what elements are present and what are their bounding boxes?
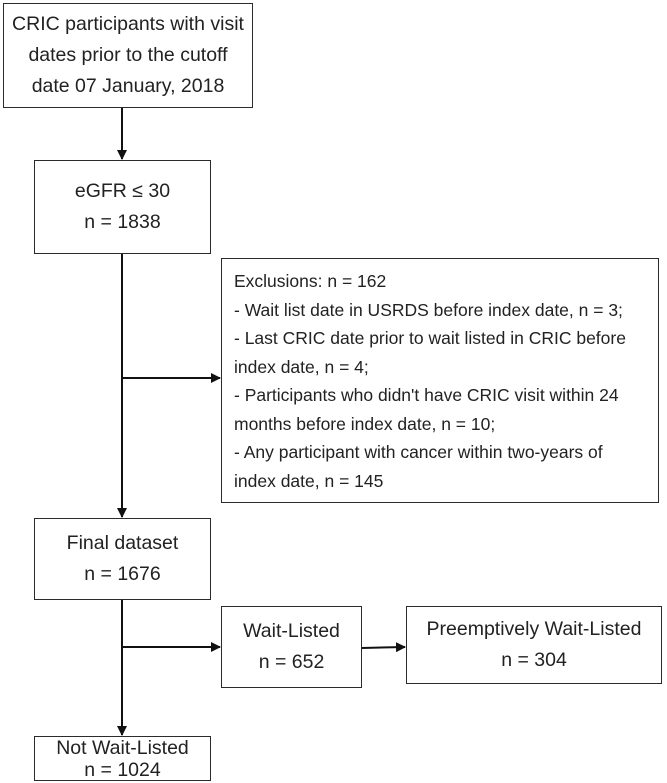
waitlisted-line-2: n = 652: [258, 651, 325, 673]
arrow-waitlisted-to-preemptive: [361, 642, 406, 653]
exclusions-line-8: index date, n = 145: [234, 470, 384, 491]
final-line-2: n = 1676: [84, 563, 161, 585]
not-waitlisted-box: Not Wait-Listed n = 1024: [34, 736, 211, 781]
egfr-box: eGFR ≤ 30 n = 1838: [34, 160, 211, 254]
final-line-1: Final dataset: [66, 532, 179, 554]
egfr-line-2: n = 1838: [84, 211, 161, 233]
not-waitlisted-line-2: n = 1024: [84, 758, 161, 781]
exclusions-line-1: Exclusions: n = 162: [234, 271, 387, 291]
final-dataset-box: Final dataset n = 1676: [34, 518, 211, 600]
participants-box: CRIC participants with visit dates prior…: [3, 3, 253, 108]
preemptive-line-2: n = 304: [501, 649, 567, 671]
preemptive-box: Preemptively Wait-Listed n = 304: [406, 606, 662, 684]
waitlisted-box: Wait-Listed n = 652: [221, 606, 362, 688]
exclusions-line-2: - Wait list date in USRDS before index d…: [234, 299, 623, 320]
waitlisted-line-1: Wait-Listed: [243, 620, 340, 642]
exclusions-line-4: index date, n = 4;: [234, 356, 369, 377]
exclusions-line-5: - Participants who didn't have CRIC visi…: [234, 385, 619, 405]
exclusions-line-6: months before index date, n = 10;: [234, 413, 496, 434]
preemptive-line-1: Preemptively Wait-Listed: [426, 618, 642, 640]
exclusions-line-7: - Any participant with cancer within two…: [234, 442, 603, 462]
egfr-line-1: eGFR ≤ 30: [74, 180, 171, 202]
participants-line-3: date 07 January, 2018: [31, 75, 225, 97]
participants-line-1: CRIC participants with visit: [12, 13, 244, 35]
participants-line-2: dates prior to the cutoff: [28, 44, 228, 66]
not-waitlisted-line-1: Not Wait-Listed: [56, 736, 189, 759]
exclusions-box: Exclusions: n = 162 - Wait list date in …: [221, 258, 659, 503]
exclusions-line-3: - Last CRIC date prior to wait listed in…: [234, 328, 626, 348]
